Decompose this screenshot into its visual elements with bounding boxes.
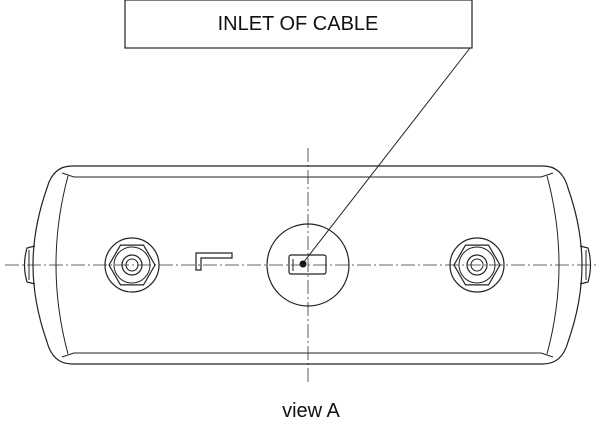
right-lug <box>579 245 592 285</box>
cable-inlet <box>288 254 327 275</box>
right-hex-bolt <box>449 237 505 293</box>
view-label: view A <box>282 400 340 422</box>
left-lug <box>23 245 36 285</box>
callout-label: INLET OF CABLE <box>218 13 379 35</box>
leader-line <box>302 47 471 264</box>
housing-outline <box>32 165 583 365</box>
cable-gland <box>266 223 350 307</box>
callout-box: INLET OF CABLE <box>124 0 473 49</box>
left-hex-bolt <box>104 237 160 293</box>
ground-mark <box>195 252 233 271</box>
leader-dot <box>299 260 307 268</box>
